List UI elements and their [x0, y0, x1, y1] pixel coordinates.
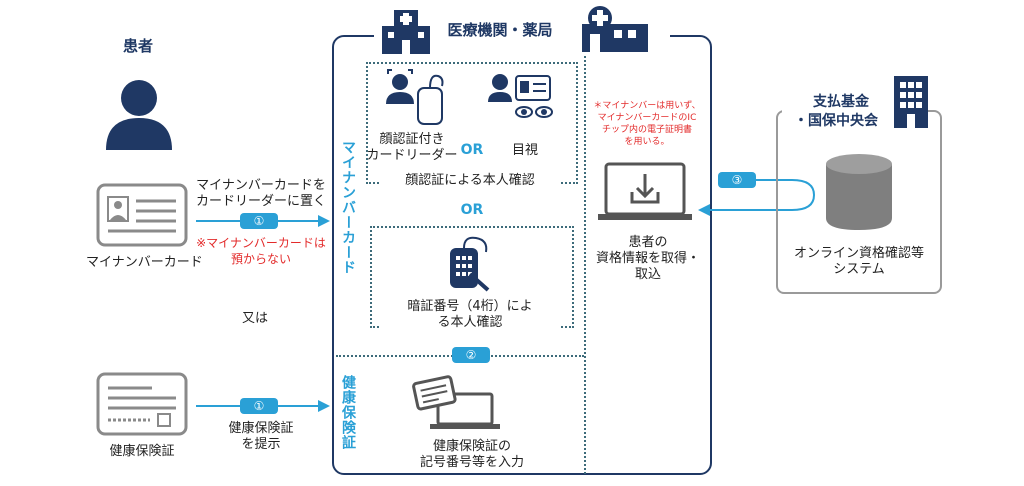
face-reader-label-1: 顔認証付き [379, 132, 445, 147]
insurance-vertical-label: 健康保険証 [340, 375, 356, 450]
patient-title: 患者 [122, 37, 153, 55]
arrow1b-text-2: を提示 [241, 437, 281, 452]
or-label-2: OR [460, 202, 484, 218]
pc-note-1: ＊マイナンバーは用いず、 [593, 101, 701, 111]
pin-label-1: 暗証番号（4桁）によ [380, 298, 560, 315]
pc-note-2: マイナンバーカードのIC [597, 113, 697, 123]
mynumber-card-label: マイナンバーカード [86, 255, 203, 270]
badge-step-1: ① [240, 213, 278, 229]
pharmacy-icon [582, 6, 648, 52]
database-icon [826, 154, 892, 230]
system-label-1: オンライン資格確認等 [793, 246, 924, 261]
face-confirm-label: 顔認証による本人確認 [380, 172, 560, 189]
mynumber-card-icon [96, 183, 188, 247]
insurance-input-label-1: 健康保険証の [432, 439, 511, 454]
arrow1-text-1: マイナンバーカードを [196, 178, 326, 193]
face-reader-label-2: カードリーダー [366, 148, 458, 163]
mynumber-vertical-label: マイナンバーカード [340, 140, 356, 275]
arrow1-text-2: カードリーダーに置く [196, 194, 327, 209]
badge-step-3: ③ [718, 172, 756, 188]
pc-label-2: 資格情報を取得・ [595, 251, 700, 266]
pc-download-icon [598, 162, 692, 220]
step3-loop-arrow [698, 179, 816, 216]
system-label-2: システム [833, 262, 885, 277]
badge-step-1b: ① [240, 398, 278, 414]
or-text: 又は [241, 311, 268, 326]
arrow1-note-1: ※マイナンバーカードは [196, 236, 326, 250]
institution-title: 医療機関・薬局 [447, 21, 553, 39]
arrow1-note-2: 預からない [230, 252, 291, 266]
arrow1b-text-1: 健康保険証 [228, 421, 294, 436]
hospital-icon [382, 10, 430, 54]
insurance-card-icon [96, 372, 188, 436]
pc-label-1: 患者の [628, 235, 668, 250]
laptop-card-icon [412, 375, 500, 429]
building-icon [894, 76, 928, 128]
vertical-divider [584, 56, 586, 474]
person-icon [106, 80, 172, 150]
fund-title-2: ・国保中央会 [794, 113, 878, 129]
pc-label-3: 取込 [634, 267, 661, 282]
or-label-1: OR [460, 142, 484, 158]
pc-note-3: チップ内の電子証明書 [601, 125, 692, 135]
pin-pad-icon [450, 236, 490, 292]
fund-title-1: 支払基金 [813, 94, 869, 110]
visual-check-label: 目視 [511, 143, 538, 158]
pc-note-4: を用いる。 [624, 137, 670, 147]
badge-step-2: ② [452, 347, 490, 363]
insurance-input-label-2: 記号番号等を入力 [419, 455, 524, 470]
insurance-card-label: 健康保険証 [109, 444, 175, 459]
face-reader-icon [386, 69, 444, 125]
visual-check-icon [488, 74, 553, 118]
pin-label-2: る本人確認 [380, 314, 560, 331]
